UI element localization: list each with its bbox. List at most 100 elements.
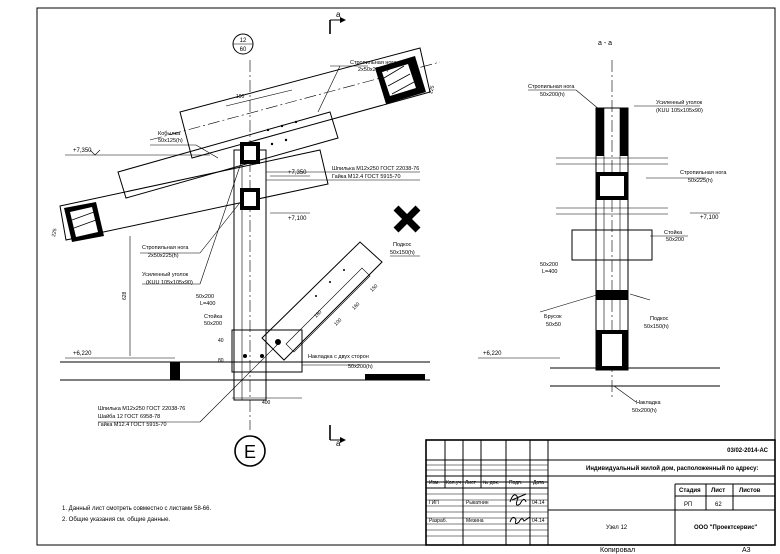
format-label: А3 bbox=[742, 547, 751, 554]
detail-ref-bottom: 60 bbox=[240, 47, 247, 53]
sec-label-rafter-2-size: 50х225(h) bbox=[688, 178, 713, 184]
signer-role-1: ГИП bbox=[429, 500, 439, 506]
dim-225: 225 bbox=[428, 85, 436, 95]
drawing-text: +6,220 bbox=[73, 351, 92, 357]
node-name: Узел 12 bbox=[606, 525, 628, 531]
detail-ref-top: 12 bbox=[240, 38, 247, 44]
col-izm: Изм. bbox=[429, 480, 440, 486]
sec-label-brusok: Брусок bbox=[544, 314, 562, 320]
label-nut-2: Гайка М12.4 ГОСТ 5915-70 bbox=[98, 421, 167, 428]
label-rafter-2: Стропильная нога bbox=[142, 245, 189, 251]
signer-name-1: Рыкатнин bbox=[466, 500, 489, 506]
upper-rafter bbox=[149, 47, 441, 159]
cross-section-marker bbox=[393, 205, 421, 233]
col-kol: Кол.уч bbox=[446, 480, 461, 486]
sec-label-post: Стойка bbox=[664, 229, 683, 236]
elevation-6220: +6,220 bbox=[65, 351, 175, 359]
label-strut-size: 50х150(h) bbox=[390, 250, 415, 256]
label-bolt-1: Шпилька М12х250 ГОСТ 22038-76 bbox=[332, 166, 419, 172]
dim-225-left: 225 bbox=[51, 228, 58, 237]
sec-label-post-size: 50х200 bbox=[666, 237, 684, 243]
elevation-7100: +7,100 bbox=[270, 212, 310, 222]
dim-190: 190 bbox=[236, 94, 245, 100]
dim-80: 80 bbox=[218, 358, 224, 364]
label-bolt-2: Шпилька М12х250 ГОСТ 22038-76 bbox=[98, 406, 185, 412]
strut bbox=[261, 241, 383, 361]
copied-label: Копировал bbox=[600, 547, 635, 554]
dim-150: 150 bbox=[369, 283, 379, 293]
col-list: Лист bbox=[465, 480, 477, 486]
sec-label-strut: Подкос bbox=[650, 316, 669, 322]
col-doc: № док. bbox=[483, 480, 499, 486]
label-post: Стойка bbox=[204, 313, 223, 320]
stage-value: РП bbox=[684, 502, 692, 508]
section-mark-bottom: а bbox=[336, 439, 341, 448]
sec-label-rafter-2: Стропильная нога bbox=[680, 170, 727, 176]
label-washer: Шайба 12 ГОСТ 6958-78 bbox=[98, 413, 160, 420]
sec-label-angle-size: (KUU 105х105х90) bbox=[656, 108, 703, 114]
sec-label-brusok-size: 50х50 bbox=[546, 322, 561, 328]
dim-40: 40 bbox=[218, 338, 224, 344]
section-view: а - а +7,100 +6,220 bbox=[478, 40, 727, 414]
signature-2 bbox=[509, 516, 531, 525]
col-date: Дата bbox=[533, 480, 544, 486]
sheet-value: 62 bbox=[715, 502, 722, 508]
label-rafter-size: 2х50х200(h) bbox=[358, 67, 389, 73]
section-title: а - а bbox=[598, 40, 612, 47]
label-angle-size: (KUU 105х105х90) bbox=[146, 280, 193, 286]
kobylka bbox=[117, 111, 339, 199]
label-kobylka-size: 50х125(h) bbox=[158, 138, 183, 144]
label-strut: Подкос bbox=[393, 242, 412, 248]
detail-reference: 12 60 bbox=[232, 33, 254, 55]
label-post50: 50х200 bbox=[196, 294, 214, 300]
drawing-code: 03/02-2014-АС bbox=[727, 448, 769, 454]
main-view: а а 12 60 bbox=[51, 10, 441, 467]
section-elev-7100: +7,100 bbox=[700, 215, 719, 221]
project-title: Индивидуальный жилой дом, расположенный … bbox=[586, 465, 758, 472]
lower-rafter bbox=[59, 149, 329, 242]
label-angle: Усиленный уголок bbox=[142, 271, 189, 278]
signer-name-2: Мезина bbox=[466, 518, 484, 524]
sec-label-rafter-size: 50х200(h) bbox=[540, 92, 565, 98]
section-elev-6220: +6,220 bbox=[483, 351, 502, 357]
sec-label-strut-size: 50х150(h) bbox=[644, 324, 669, 330]
section-cut-top: а bbox=[329, 10, 346, 34]
company-name: ООО "Проектсервис" bbox=[694, 525, 757, 531]
sheet-frame bbox=[36, 7, 776, 546]
label-post50-len: L=400 bbox=[200, 301, 215, 307]
elevation-7350: +7,350 bbox=[65, 148, 210, 156]
label-rafter-2-size: 2х50х225(h) bbox=[148, 253, 179, 259]
axis-label: Е bbox=[244, 442, 256, 462]
note-1: 1. Данный лист смотреть совместно с лист… bbox=[62, 505, 211, 512]
label-rafter: Стропильная нога bbox=[350, 60, 397, 66]
label-plate: Накладка с двух сторон bbox=[308, 354, 369, 360]
label-kobylka: Кобылка bbox=[158, 131, 181, 137]
signer-role-2: Разраб. bbox=[429, 518, 447, 524]
dim-160b: 160 bbox=[313, 309, 323, 319]
dim-400: 400 bbox=[262, 400, 271, 406]
note-2: 2. Общие указания см. общие данные. bbox=[62, 517, 170, 523]
sec-label-angle: Усиленный уголок bbox=[656, 99, 703, 106]
label-plate-size: 50х200(h) bbox=[348, 364, 373, 370]
sheet-header: Лист bbox=[711, 488, 725, 494]
stage-header: Стадия bbox=[679, 488, 701, 494]
sec-label-plate-size: 50х200(h) bbox=[632, 408, 657, 414]
dim-100: 100 bbox=[333, 317, 343, 327]
drawing-text: +7,100 bbox=[288, 216, 307, 222]
sheets-header: Листов bbox=[739, 488, 761, 494]
dim-628: 628 bbox=[122, 291, 128, 300]
sec-label-rafter: Стропильная нога bbox=[528, 84, 575, 90]
drawing-text: +7,350 bbox=[73, 148, 92, 154]
drawing-text: +7,350 bbox=[288, 170, 307, 176]
sec-label-block-len: L=400 bbox=[542, 269, 557, 275]
signature-1 bbox=[509, 493, 527, 506]
sec-label-block: 50х200 bbox=[540, 262, 558, 268]
label-post-size: 50х200 bbox=[204, 321, 222, 327]
elevation-7350-right: +7,350 bbox=[270, 170, 310, 177]
section-mark-top: а bbox=[336, 10, 341, 19]
signer-date-1: 04.14 bbox=[532, 500, 545, 506]
side-plate bbox=[231, 329, 303, 373]
section-cut-bottom: а bbox=[329, 425, 346, 448]
label-nut-1: Гайка М12.4 ГОСТ 5915-70 bbox=[332, 173, 401, 180]
